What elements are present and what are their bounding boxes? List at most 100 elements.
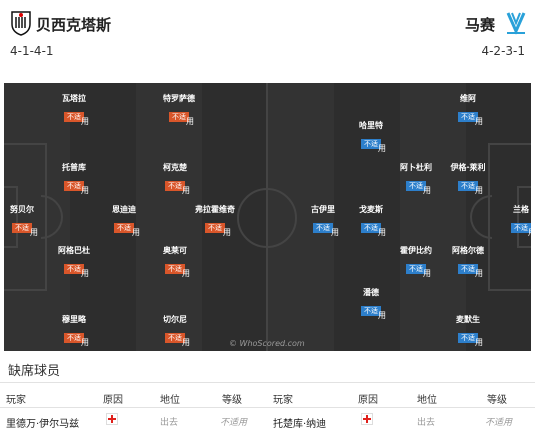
injury-icon [106, 413, 118, 425]
status-suffix: 用 [81, 117, 89, 126]
besiktas-crest-icon [11, 11, 31, 36]
player-card[interactable]: 潘德不适 [326, 288, 416, 317]
status-suffix: 用 [528, 227, 531, 238]
header-rating: 等级 [487, 395, 507, 406]
status-badge: 不适 [361, 306, 381, 316]
header-reason: 原因 [358, 395, 378, 406]
player-card[interactable]: 伊格·莱利不适 [423, 163, 513, 192]
status-suffix: 用 [182, 186, 190, 195]
home-team-name[interactable]: 贝西克塔斯 [36, 16, 112, 34]
absent-player-position: 出去 [417, 418, 436, 428]
player-card[interactable]: 奥莱可不适 [130, 246, 220, 275]
status-suffix: 用 [423, 269, 431, 278]
status-suffix: 用 [475, 338, 483, 347]
player-card[interactable]: 瓦塔拉不适 [29, 94, 119, 123]
absent-player-name[interactable]: 托楚库·纳迪 [273, 419, 327, 430]
home-formation: 4-1-4-1 [10, 44, 54, 58]
player-card[interactable]: 古伊里不适 [278, 205, 368, 234]
player-card[interactable]: 维阿不适 [423, 94, 513, 123]
away-team-name[interactable]: 马赛 [464, 16, 495, 34]
status-suffix: 用 [378, 228, 386, 237]
status-suffix: 用 [475, 269, 483, 278]
player-card[interactable]: 特罗萨德不适 [134, 94, 224, 123]
player-card[interactable]: 弗拉霍维奇不适 [170, 205, 260, 234]
status-suffix: 用 [223, 228, 231, 237]
header-position: 地位 [417, 395, 437, 406]
player-name: 潘德 [363, 288, 379, 297]
player-card[interactable]: 恩迪迪不适 [79, 205, 169, 234]
status-badge: 不适 [458, 181, 478, 191]
player-card[interactable]: 切尔尼不适 [130, 315, 220, 344]
teams-header: 贝西克塔斯 4-1-4-1 马赛 4-2-3-1 [0, 0, 535, 83]
status-suffix: 用 [423, 186, 431, 195]
away-goal-box [517, 186, 531, 248]
player-name: 柯克楚 [163, 163, 187, 172]
status-badge: 不适 [406, 181, 426, 191]
marseille-crest-icon [506, 12, 526, 35]
status-badge: 不适 [511, 223, 531, 233]
pitch: 瓦塔拉不适 用 特罗萨德不适 用 托普库不适 用 柯克楚不适 用 恩迪迪不适 用… [4, 83, 531, 351]
status-badge: 不适 [64, 112, 84, 122]
player-card[interactable]: 兰格不适 [476, 205, 531, 234]
player-card[interactable]: 努贝尔不适 [4, 205, 67, 234]
section-title: 缺席球员 [8, 364, 61, 379]
player-name: 穆里略 [62, 315, 86, 324]
player-name: 阿格巴杜 [58, 246, 90, 255]
player-name: 弗拉霍维奇 [195, 205, 235, 214]
away-formation: 4-2-3-1 [481, 44, 525, 58]
player-card[interactable]: 阿格尔德不适 [423, 246, 513, 275]
status-badge: 不适 [64, 181, 84, 191]
player-card[interactable]: 戈麦斯不适 [326, 205, 416, 234]
player-card[interactable]: 托普库不适 [29, 163, 119, 192]
status-badge: 不适 [12, 223, 32, 233]
player-card[interactable]: 麦默生不适 [423, 315, 513, 344]
status-badge: 不适 [361, 139, 381, 149]
status-badge: 不适 [64, 264, 84, 274]
status-badge: 不适 [313, 223, 333, 233]
header-reason: 原因 [103, 395, 123, 406]
header-player: 玩家 [6, 395, 26, 406]
status-suffix: 用 [378, 144, 386, 153]
header-player: 玩家 [273, 395, 293, 406]
center-circle [237, 188, 297, 248]
absent-player-rating: 不适用 [485, 418, 513, 428]
player-card[interactable]: 穆里略不适 [29, 315, 119, 344]
status-suffix: 用 [182, 269, 190, 278]
absent-player-name[interactable]: 里德万·伊尔马兹 [6, 419, 80, 430]
absent-players-section: 缺席球员 玩家 原因 地位 等级 玩家 原因 地位 等级 里德万·伊尔马兹 出去… [0, 355, 535, 448]
player-name: 瓦塔拉 [62, 94, 86, 103]
player-name: 戈麦斯 [359, 205, 383, 214]
absent-player-position: 出去 [160, 418, 179, 428]
status-badge: 不适 [458, 264, 478, 274]
player-card[interactable]: 阿格巴杜不适 [29, 246, 119, 275]
home-goal-box [4, 186, 18, 248]
divider [0, 407, 535, 408]
status-suffix: 用 [378, 311, 386, 320]
player-card[interactable]: 哈里特不适 [326, 121, 416, 150]
header-position: 地位 [160, 395, 180, 406]
player-name: 麦默生 [456, 315, 480, 324]
watermark: © WhoScored.com [229, 339, 305, 348]
status-badge: 不适 [205, 223, 225, 233]
pitch-stripe [400, 83, 466, 351]
player-card[interactable]: 柯克楚不适 [130, 163, 220, 192]
status-badge: 不适 [165, 333, 185, 343]
pitch-stripe [136, 83, 202, 351]
player-name: 特罗萨德 [163, 94, 195, 103]
header-rating: 等级 [222, 395, 242, 406]
status-suffix: 用 [81, 269, 89, 278]
player-card[interactable]: 霍伊比约不适 [371, 246, 461, 275]
player-card[interactable]: 阿卜杜利不适 [371, 163, 461, 192]
player-name: 阿格尔德 [452, 246, 484, 255]
player-name: 维阿 [460, 94, 476, 103]
status-suffix: 用 [475, 186, 483, 195]
status-suffix: 用 [132, 228, 140, 237]
player-name: 奥莱可 [163, 246, 187, 255]
player-name: 伊格·莱利 [450, 163, 486, 172]
status-suffix: 用 [81, 186, 89, 195]
status-suffix: 用 [81, 338, 89, 347]
status-suffix: 用 [186, 117, 194, 126]
status-badge: 不适 [114, 223, 134, 233]
status-badge: 不适 [165, 181, 185, 191]
